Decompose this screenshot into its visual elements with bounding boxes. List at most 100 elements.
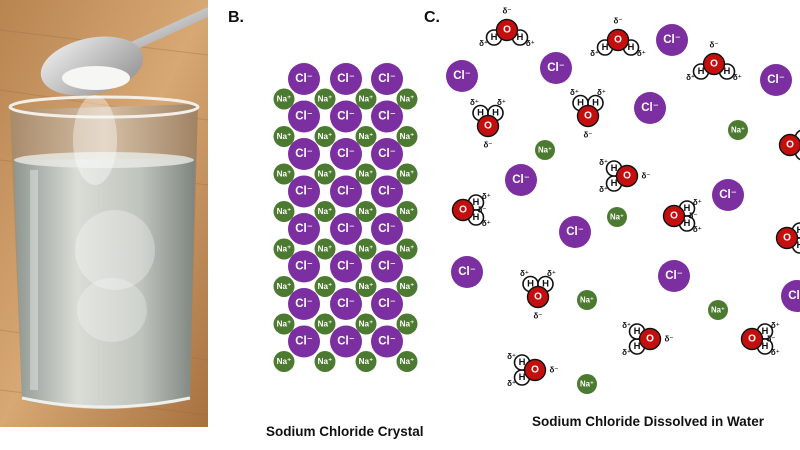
chloride-ion: Cl⁻ [656,24,688,56]
chloride-ion: Cl⁻ [634,92,666,124]
sodium-ion-circle [355,201,377,222]
partial-negative-charge: δ⁻ [664,335,673,344]
crystal-caption: Sodium Chloride Crystal [266,424,424,439]
sodium-ion-circle [273,126,295,147]
oxygen-atom [662,204,686,228]
chloride-ion-circle [330,175,362,208]
sodium-ion-circle [396,88,418,110]
sodium-ion-circle [355,351,377,372]
sodium-ion-circle [577,290,597,310]
chloride-ion-circle [288,63,320,95]
sodium-ion: Na⁺ [535,140,555,160]
sodium-ion-circle [396,201,418,222]
chloride-ion-circle [658,260,690,292]
oxygen-label: O [614,35,622,46]
partial-negative-charge: δ⁻ [483,141,492,150]
sodium-ion-label: Na⁺ [580,380,594,389]
hydrogen-label: H [602,42,609,53]
chloride-ion-label: Cl⁻ [337,298,355,310]
chloride-ion-circle [656,24,688,56]
sodium-ion-circle [314,126,336,147]
chloride-ion: Cl⁻ [288,175,320,208]
chloride-ion: Cl⁻ [330,175,362,208]
chloride-ion-circle [371,213,403,245]
chloride-ion: Cl⁻ [330,138,362,170]
sodium-ion: Na⁺ [355,163,377,185]
sodium-ion: Na⁺ [355,201,377,222]
sodium-ion-label: Na⁺ [318,357,333,366]
chloride-ion: Cl⁻ [505,164,537,196]
sodium-ion: Na⁺ [396,126,418,147]
chloride-ion: Cl⁻ [371,325,403,358]
sodium-ion: Na⁺ [396,201,418,222]
chloride-ion-label: Cl⁻ [337,148,355,160]
sodium-ion-circle [728,120,748,140]
sodium-ion: Na⁺ [728,120,748,140]
chloride-ion-label: Cl⁻ [378,298,396,310]
sodium-ion-label: Na⁺ [318,320,333,329]
sodium-ion-label: Na⁺ [400,170,415,179]
sodium-ion-label: Na⁺ [318,245,333,254]
partial-positive-charge: δ⁺ [599,158,608,167]
panel-label-c: C. [424,9,440,26]
chloride-ion: Cl⁻ [760,64,792,96]
chloride-ion: Cl⁻ [330,325,362,358]
partial-positive-charge: δ⁺ [570,88,579,97]
sodium-ion-circle [273,238,295,260]
sodium-ion-label: Na⁺ [538,146,552,155]
partial-positive-charge: δ⁺ [470,98,479,107]
sodium-ion-circle [355,163,377,185]
chloride-ion: Cl⁻ [371,213,403,245]
chloride-ion: Cl⁻ [288,250,320,283]
chloride-ion-circle [288,250,320,283]
sodium-ion-circle [355,126,377,147]
sodium-ion-circle [314,313,336,335]
sodium-ion: Na⁺ [314,126,336,147]
chloride-ion-label: Cl⁻ [295,148,313,160]
partial-positive-charge: δ⁺ [507,379,516,388]
hydrogen-label: H [797,225,800,236]
chloride-ion-circle [371,63,403,95]
hydrogen-label: H [762,341,769,352]
sodium-ion-circle [273,313,295,335]
chloride-ion: Cl⁻ [446,60,478,92]
sodium-ion-label: Na⁺ [711,306,725,315]
sodium-ion: Na⁺ [273,313,295,335]
chloride-ion-label: Cl⁻ [295,73,313,85]
sodium-ion: Na⁺ [273,351,295,372]
hydrogen-label: H [684,218,691,229]
chloride-ion: Cl⁻ [330,63,362,95]
oxygen-label: O [534,292,542,303]
sodium-ion: Na⁺ [396,88,418,110]
sodium-ion-label: Na⁺ [318,207,333,216]
partial-positive-charge: δ⁺ [733,73,742,82]
chloride-ion: Cl⁻ [781,280,800,312]
hydrogen-label: H [634,341,641,352]
partial-positive-charge: δ⁺ [497,98,506,107]
sodium-ion-circle [355,88,377,110]
partial-positive-charge: δ⁺ [693,225,702,234]
hydrogen-label: H [577,98,584,109]
chloride-ion-circle [371,250,403,283]
chloride-ion-label: Cl⁻ [337,336,355,348]
oxygen-label: O [459,205,467,216]
sodium-ion-circle [355,276,377,297]
sodium-ion: Na⁺ [355,351,377,372]
sodium-ion-label: Na⁺ [318,95,333,104]
chloride-ion-label: Cl⁻ [337,73,355,85]
chloride-ion-circle [288,175,320,208]
partial-negative-charge: δ⁻ [502,7,511,16]
sodium-ion-label: Na⁺ [277,132,292,141]
sodium-ion-circle [273,351,295,372]
sodium-ion: Na⁺ [273,238,295,260]
oxygen-atom [576,104,600,128]
chloride-ion: Cl⁻ [371,250,403,283]
sodium-ion-label: Na⁺ [277,170,292,179]
sodium-ion: Na⁺ [396,238,418,260]
hydrogen-label: H [611,178,618,189]
sodium-ion-label: Na⁺ [277,357,292,366]
sodium-ion-circle [273,163,295,185]
